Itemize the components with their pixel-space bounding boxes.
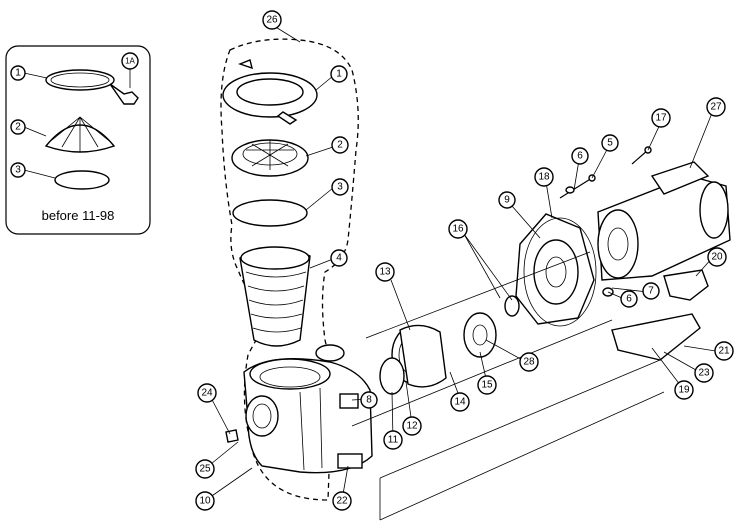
- callout-14: 14: [450, 392, 470, 412]
- svg-text:13: 13: [379, 267, 391, 278]
- svg-text:11: 11: [388, 435, 399, 446]
- seal-plate-part: [515, 213, 595, 325]
- motor-part: [597, 161, 731, 281]
- callout-6-top: 6: [571, 147, 589, 165]
- basket-part: [239, 246, 311, 347]
- callout-23: 23: [694, 363, 714, 383]
- svg-text:19: 19: [678, 385, 690, 396]
- svg-text:2: 2: [337, 140, 343, 151]
- impeller-part: [463, 312, 497, 358]
- callout-22: 22: [332, 491, 352, 511]
- svg-text:3: 3: [15, 165, 21, 176]
- callout-25: 25: [195, 459, 215, 479]
- callout-7: 7: [642, 282, 660, 300]
- oring-part: [232, 199, 308, 227]
- callout-2: 2: [331, 136, 349, 154]
- svg-text:1: 1: [15, 68, 21, 79]
- svg-text:6: 6: [626, 294, 632, 305]
- leader-lines: [205, 25, 723, 501]
- seal-housing-part: [399, 324, 447, 388]
- svg-text:8: 8: [366, 395, 372, 406]
- lid-part: [231, 139, 309, 177]
- callout-12: 12: [402, 416, 422, 436]
- svg-text:17: 17: [655, 113, 667, 124]
- svg-text:27: 27: [710, 102, 722, 113]
- svg-text:12: 12: [406, 421, 418, 432]
- callout-26: 26: [262, 10, 282, 30]
- inset-panel: 1 1A 2 3 before 11-98: [5, 45, 151, 235]
- lid-ring-part: [222, 59, 318, 125]
- inset-label-1: 1: [10, 65, 26, 81]
- gasket-part: [379, 357, 405, 395]
- svg-text:15: 15: [481, 380, 493, 391]
- svg-text:16: 16: [452, 224, 464, 235]
- callout-5: 5: [601, 134, 619, 152]
- bolt-5-part: [559, 174, 596, 199]
- callout-9: 9: [498, 191, 516, 209]
- callout-6-bottom: 6: [620, 290, 638, 308]
- svg-text:4: 4: [336, 253, 342, 264]
- callout-16: 16: [448, 219, 468, 239]
- callout-21: 21: [714, 341, 734, 361]
- kit-26-outline: [220, 38, 359, 501]
- callout-4: 4: [330, 249, 348, 267]
- base-bracket-part: [611, 313, 701, 361]
- inset-label-1a: 1A: [121, 52, 139, 70]
- svg-text:22: 22: [336, 496, 348, 507]
- motor-foot-part: [663, 269, 709, 301]
- callout-10: 10: [195, 491, 215, 511]
- drain-plug-part: [225, 429, 239, 443]
- pump-body-part: [243, 344, 373, 474]
- callout-15: 15: [477, 375, 497, 395]
- svg-text:9: 9: [504, 195, 510, 206]
- callout-3: 3: [331, 178, 349, 196]
- seal-part: [504, 295, 520, 317]
- svg-text:21: 21: [718, 346, 730, 357]
- svg-text:1A: 1A: [125, 57, 135, 66]
- callout-17: 17: [651, 108, 671, 128]
- svg-text:7: 7: [648, 286, 654, 297]
- svg-text:18: 18: [538, 172, 550, 183]
- callout-20: 20: [707, 247, 727, 267]
- svg-text:20: 20: [711, 252, 723, 263]
- callout-27: 27: [706, 97, 726, 117]
- svg-text:5: 5: [607, 138, 613, 149]
- inset-caption: before 11-98: [42, 208, 115, 223]
- svg-text:6: 6: [577, 151, 583, 162]
- callout-1: 1: [330, 65, 348, 83]
- svg-text:28: 28: [523, 357, 535, 368]
- plate-gasket-part: [523, 217, 597, 327]
- svg-text:3: 3: [337, 182, 343, 193]
- callout-24: 24: [197, 383, 217, 403]
- callout-8: 8: [360, 391, 378, 409]
- inset-oring-icon: [54, 170, 110, 190]
- callout-11: 11: [383, 430, 403, 450]
- svg-text:10: 10: [199, 496, 211, 507]
- svg-text:1: 1: [336, 69, 342, 80]
- svg-text:2: 2: [15, 122, 21, 133]
- callout-18: 18: [534, 167, 554, 187]
- svg-text:23: 23: [698, 368, 710, 379]
- callout-19: 19: [674, 380, 694, 400]
- callout-28: 28: [519, 352, 539, 372]
- inset-label-2: 2: [10, 119, 26, 135]
- svg-text:24: 24: [201, 388, 213, 399]
- svg-text:14: 14: [454, 397, 466, 408]
- clamp-latch-icon: [109, 83, 139, 105]
- inset-label-3: 3: [10, 162, 26, 178]
- svg-text:26: 26: [266, 15, 278, 26]
- svg-text:25: 25: [199, 464, 211, 475]
- callout-13: 13: [375, 262, 395, 282]
- washer-6a-part: [565, 186, 575, 194]
